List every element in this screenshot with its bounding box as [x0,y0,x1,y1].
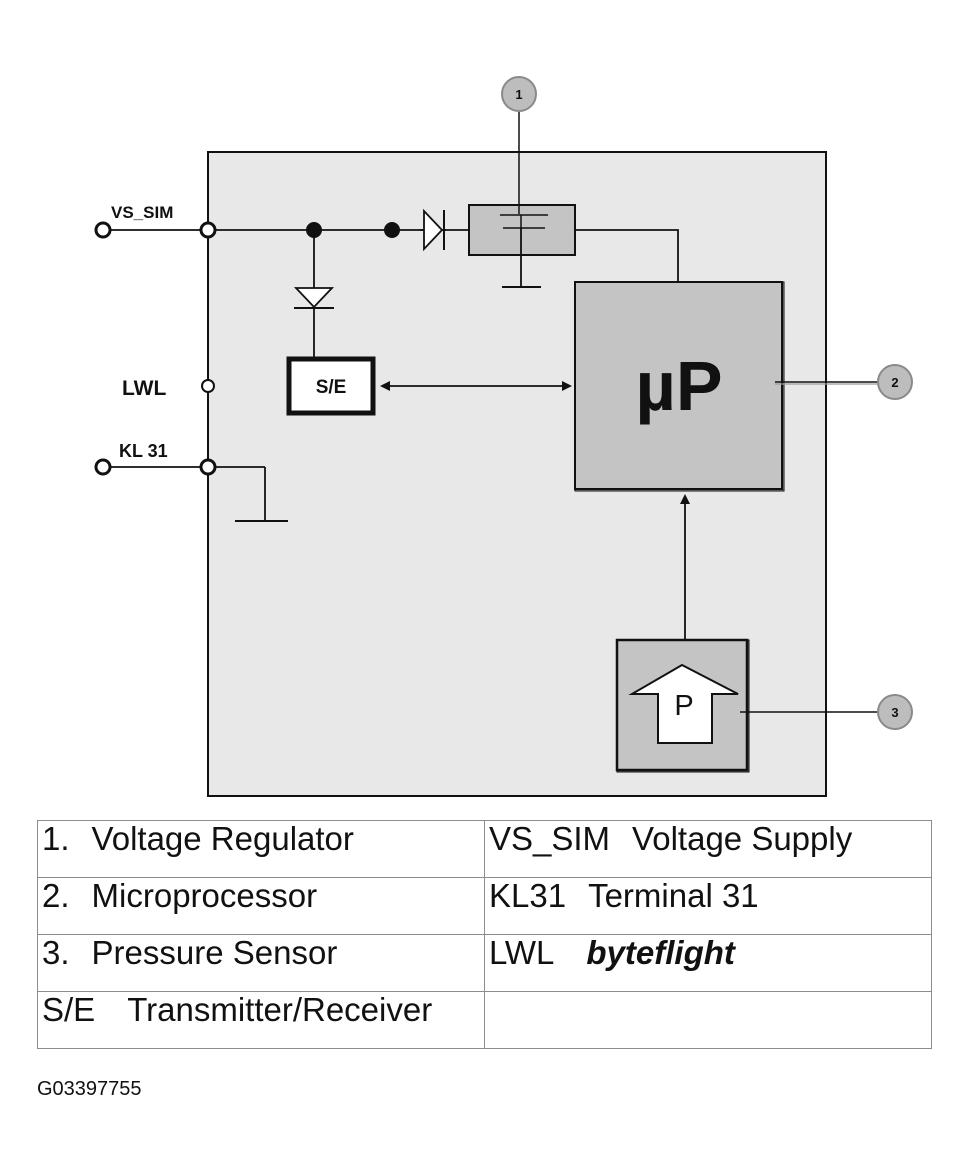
legend-term: 2. [42,877,70,914]
legend-desc: Pressure Sensor [91,934,338,971]
legend-cell: 1. Voltage Regulator [37,820,485,878]
pressure-arrow-icon [628,663,739,744]
kl31-pin: KL 31 [94,441,288,522]
diode-icon [293,287,335,309]
callout-1-number: 1 [515,87,522,102]
callout-3: 3 [740,694,913,730]
legend-cell: S/E Transmitter/Receiver [37,991,485,1049]
legend-cell: VS_SIM Voltage Supply [484,820,932,878]
callout-3-number: 3 [891,705,898,720]
legend-term: VS_SIM [489,820,611,857]
legend-term: S/E [42,991,96,1028]
legend-desc: Transmitter/Receiver [127,991,433,1028]
legend-row: S/E Transmitter/Receiver [37,991,932,1049]
legend-desc: Voltage Supply [632,820,853,857]
vs-sim-label: VS_SIM [111,203,173,222]
lwl-label: LWL [122,377,166,400]
figure-id: G03397755 [37,1078,142,1100]
legend-term: LWL [489,934,555,971]
pressure-label: P [674,690,693,722]
pressure-sensor-block: P [615,638,750,773]
legend-cell [484,991,932,1049]
legend-term: 1. [42,820,70,857]
vs-sim-pin: VS_SIM [94,203,217,239]
microprocessor-label: µP [635,347,722,425]
voltage-regulator-block [468,204,679,288]
legend-desc: Microprocessor [91,877,318,914]
legend-cell: 3. Pressure Sensor [37,934,485,992]
diode-icon [423,208,444,252]
legend-table: 1. Voltage Regulator VS_SIM Voltage Supply… [37,820,932,1049]
legend-cell: 2. Microprocessor [37,877,485,935]
legend-desc: Terminal 31 [588,877,759,914]
legend-desc: byteflight [586,934,735,971]
legend-cell: KL31 Terminal 31 [484,877,932,935]
legend-desc: Voltage Regulator [91,820,354,857]
callout-1: 1 [501,76,537,214]
lwl-pin: LWL [122,377,215,400]
legend-row: 2. Microprocessor KL31 Terminal 31 [37,877,932,935]
legend-row: 1. Voltage Regulator VS_SIM Voltage Supply [37,820,932,878]
legend-cell: LWL byteflight [484,934,932,992]
se-block: S/E [286,356,376,416]
branch-diode [293,230,335,358]
se-label: S/E [316,377,347,398]
callout-2: 2 [775,364,913,400]
kl31-label: KL 31 [119,441,168,461]
legend-row: 3. Pressure Sensor LWL byteflight [37,934,932,992]
circuit-diagram: S/E µP P LWL VS_SIM KL 31 1 [94,76,913,797]
legend-term: 3. [42,934,70,971]
callout-2-number: 2 [891,375,898,390]
microprocessor-block: µP [574,281,785,492]
legend-term: KL31 [489,877,567,914]
